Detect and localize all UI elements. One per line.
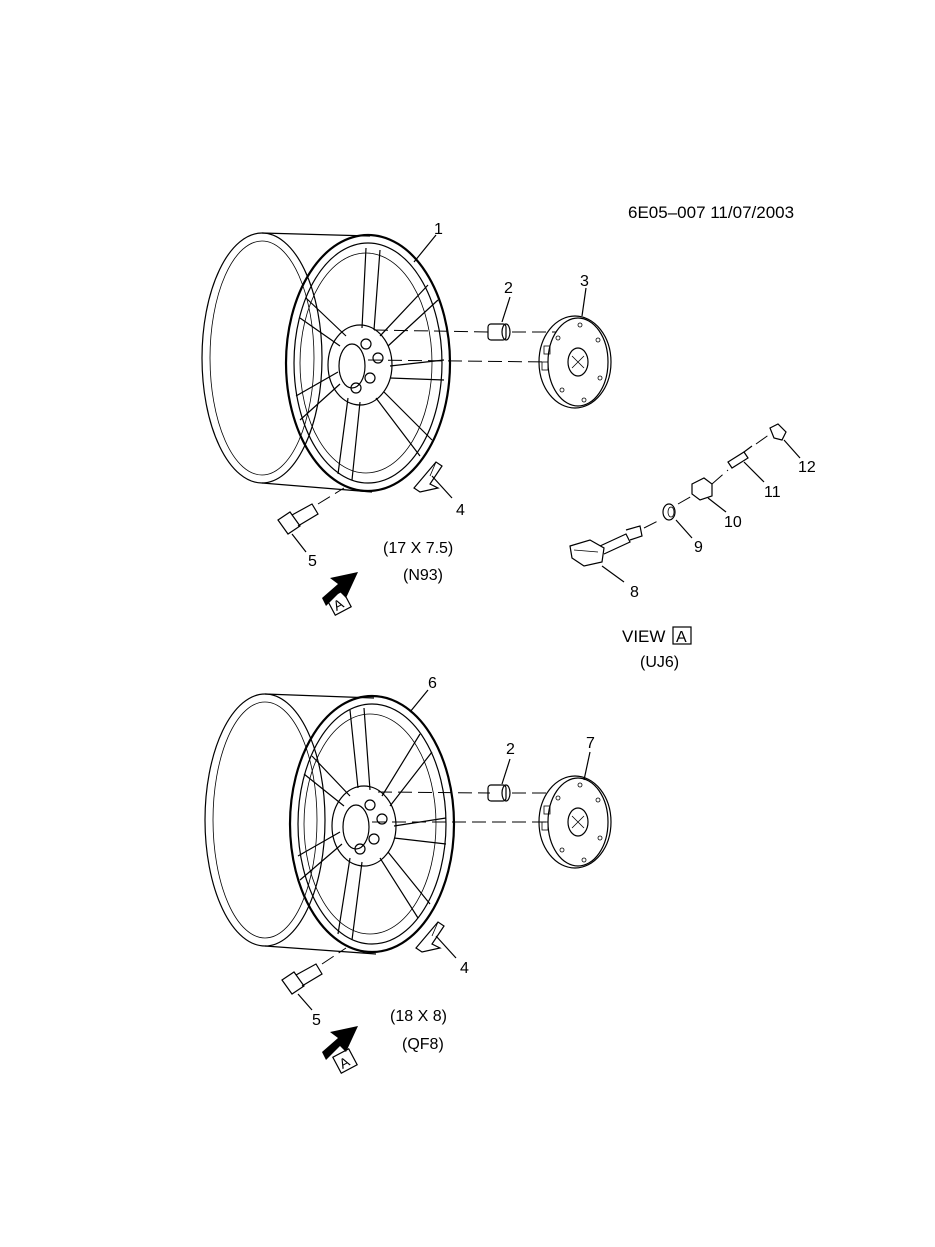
balance-weight-lower bbox=[415, 921, 445, 953]
wheel-rim-lower bbox=[204, 693, 456, 955]
callout-12: 12 bbox=[798, 459, 816, 476]
callout-8: 8 bbox=[630, 584, 639, 601]
view-a-arrow-lower: A bbox=[322, 1026, 358, 1074]
view-prefix: VIEW bbox=[622, 627, 665, 646]
callout-9: 9 bbox=[694, 539, 703, 556]
callout-1: 1 bbox=[434, 221, 443, 238]
wheel-assembly-upper: A 1 2 3 4 5 (17 X 7.5) (N93) bbox=[201, 221, 612, 616]
callout-4-upper: 4 bbox=[456, 502, 465, 519]
lug-nut-lower bbox=[487, 784, 511, 802]
tpms-sensor bbox=[569, 525, 643, 567]
view-a-label: VIEW bbox=[622, 627, 665, 646]
callout-2-lower: 2 bbox=[506, 741, 515, 758]
callout-5-upper: 5 bbox=[308, 553, 317, 570]
callout-4-lower: 4 bbox=[460, 960, 469, 977]
center-cap-upper bbox=[538, 315, 612, 409]
grommet bbox=[662, 503, 676, 521]
callout-10: 10 bbox=[724, 514, 742, 531]
lug-nut-upper bbox=[487, 323, 511, 341]
callout-2-upper: 2 bbox=[504, 280, 513, 297]
view-a-box-letter: A bbox=[676, 629, 687, 646]
wheel-assembly-lower: A 6 2 7 4 5 (18 X 8) (QF8) bbox=[204, 675, 612, 1074]
diagram-code-date: 6E05–007 11/07/2003 bbox=[628, 203, 794, 222]
callout-7: 7 bbox=[586, 735, 595, 752]
valve-stem-lower bbox=[281, 963, 323, 995]
balance-weight-upper bbox=[413, 461, 443, 493]
wheel-size-lower: (18 X 8) bbox=[390, 1008, 447, 1025]
tpms-sensor-assembly: 8 9 10 11 12 VIEW A (UJ6) bbox=[569, 423, 816, 671]
callout-3: 3 bbox=[580, 273, 589, 290]
view-a-arrow-upper: A bbox=[322, 572, 358, 616]
wheel-code-lower: (QF8) bbox=[402, 1036, 444, 1053]
valve-stem-upper bbox=[277, 503, 319, 535]
wheel-size-upper: (17 X 7.5) bbox=[383, 540, 453, 557]
view-a-box bbox=[672, 626, 692, 645]
callout-5-lower: 5 bbox=[312, 1012, 321, 1029]
valve-core bbox=[727, 445, 753, 469]
callout-6: 6 bbox=[428, 675, 437, 692]
sensor-nut bbox=[691, 477, 713, 501]
view-a-option-code: (UJ6) bbox=[640, 654, 679, 671]
callout-11: 11 bbox=[764, 484, 781, 501]
wheel-code-upper: (N93) bbox=[403, 567, 443, 584]
valve-cap bbox=[769, 423, 787, 441]
center-cap-lower bbox=[538, 775, 612, 869]
wheel-rim-upper bbox=[201, 232, 452, 493]
